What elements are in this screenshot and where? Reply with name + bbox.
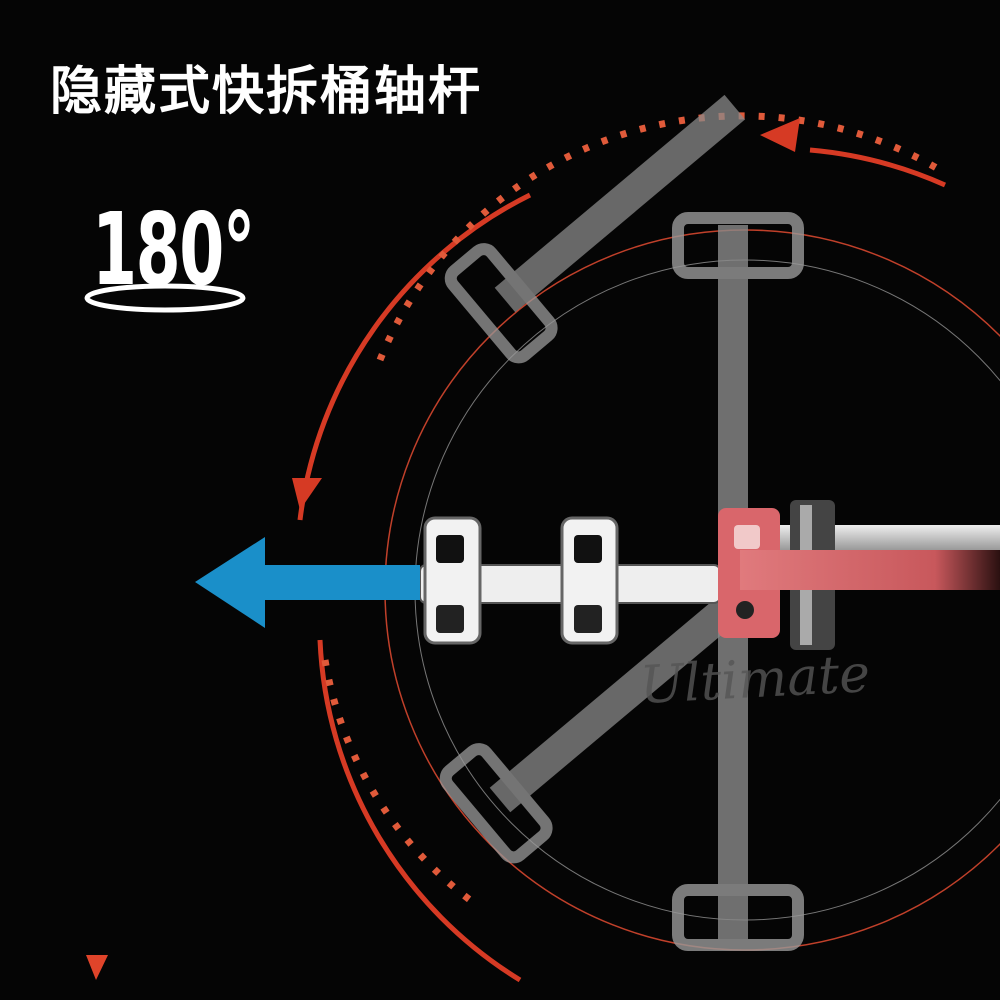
lever-diagonal-up (444, 94, 746, 364)
pull-direction-arrow-icon (195, 537, 420, 628)
arrowhead-left-icon (292, 478, 322, 510)
rotate-360-icon (84, 283, 246, 313)
page-title: 隐藏式快拆桶轴杆 (50, 62, 483, 122)
rotation-label: 180° (92, 191, 255, 308)
brand-watermark: Ultimate (638, 644, 872, 716)
lever-extended (419, 516, 721, 645)
rotation-arc-dotted (321, 112, 942, 903)
arrowhead-top-icon (760, 118, 800, 152)
arrowhead-bottom-icon (86, 955, 108, 980)
lever-highlighted (718, 508, 1000, 638)
lever-diagonal-down (439, 594, 741, 864)
rotation-arc-outer (297, 147, 947, 983)
